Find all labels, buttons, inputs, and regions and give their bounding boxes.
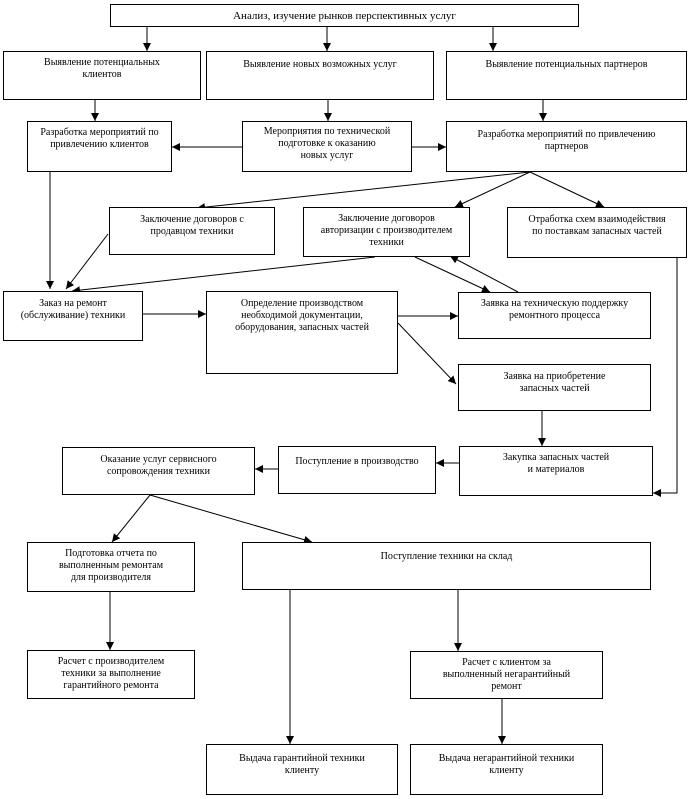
node-parts-purchase-label: Закупка запасных частей и материалов [502,452,610,475]
node-nonwarranty-issue-label: Выдача негарантийной техники клиенту [438,753,575,776]
node-potential-clients-label: Выявление потенциальных клиентов [44,57,160,80]
node-potential-partners-label: Выявление потенциальных партнеров [485,59,648,70]
arrow-support-to-manufacturer [449,255,519,293]
node-attract-partners-label: Разработка мероприятий по привлечению па… [477,129,656,152]
node-attract-clients: Разработка мероприятий по привлечению кл… [27,121,172,172]
node-warehouse-receipt-label: Поступление техники на склад [380,551,513,562]
arrow-service-to-warehouse [149,494,313,544]
arrow-service-to-report [111,494,151,543]
node-repair-order: Заказ на ремонт (обслуживание) техники [3,291,143,341]
node-tech-support-request-label: Заявка на техническую поддержку ремонтно… [480,298,629,321]
node-warranty-issue-label: Выдача гарантийной техники клиенту [239,753,365,776]
arrow-production-to-parts-request [397,322,457,385]
node-tech-support-request: Заявка на техническую поддержку ремонтно… [458,292,651,339]
node-attract-clients-label: Разработка мероприятий по привлечению кл… [40,127,159,150]
node-nonwarranty-issue: Выдача негарантийной техники клиенту [410,744,603,795]
node-manufacturer-contracts-label: Заключение договоров авторизации с произ… [320,213,453,248]
node-determine-production-label: Определение производством необходимой до… [235,298,369,333]
node-production-receipt-label: Поступление в производство [295,456,419,467]
node-dealer-contracts: Заключение договоров с продавцом техники [109,207,275,255]
arrow-partners-to-manufacturer [454,171,531,208]
node-parts-purchase: Закупка запасных частей и материалов [459,446,653,496]
arrow-manufacturer-to-support [414,256,491,293]
node-potential-partners: Выявление потенциальных партнеров [446,51,687,100]
connector-arrows [46,27,678,744]
node-new-services: Выявление новых возможных услуг [206,51,434,100]
node-parts-request: Заявка на приобретение запасных частей [458,364,651,411]
node-manufacturer-report: Подготовка отчета по выполненным ремонта… [27,542,195,592]
node-warranty-issue: Выдача гарантийной техники клиенту [206,744,398,795]
node-parts-request-label: Заявка на приобретение запасных частей [503,371,606,394]
node-manufacturer-report-label: Подготовка отчета по выполненным ремонта… [58,548,164,583]
node-attract-partners: Разработка мероприятий по привлечению па… [446,121,687,172]
arrow-parts-scheme-to-purchase [653,258,678,497]
node-service-support: Оказание услуг сервисного сопровождения … [62,447,255,495]
node-tech-preparation: Мероприятия по технической подготовке к … [242,121,412,172]
node-determine-production: Определение производством необходимой до… [206,291,398,374]
node-potential-clients: Выявление потенциальных клиентов [3,51,201,100]
node-spare-parts-scheme: Отработка схем взаимодействия по поставк… [507,207,687,258]
arrow-dealer-to-order [65,233,109,290]
node-analysis: Анализ, изучение рынков перспективных ус… [110,4,579,27]
node-new-services-label: Выявление новых возможных услуг [243,59,397,70]
node-production-receipt: Поступление в производство [278,446,436,494]
node-warranty-settlement-label: Расчет с производителем техники за выпол… [57,656,165,691]
node-warranty-settlement: Расчет с производителем техники за выпол… [27,650,195,699]
node-warehouse-receipt: Поступление техники на склад [242,542,651,590]
arrow-partners-to-dealer [196,171,531,212]
node-manufacturer-contracts: Заключение договоров авторизации с произ… [303,207,470,257]
arrow-partners-to-parts-scheme [529,171,605,208]
node-dealer-contracts-label: Заключение договоров с продавцом техники [140,214,244,237]
node-client-settlement: Расчет с клиентом за выполненный негаран… [410,651,603,699]
node-tech-preparation-label: Мероприятия по технической подготовке к … [263,126,391,161]
node-client-settlement-label: Расчет с клиентом за выполненный негаран… [442,657,571,692]
arrow-manufacturer-to-order [71,256,376,295]
node-analysis-label: Анализ, изучение рынков перспективных ус… [233,10,456,22]
node-repair-order-label: Заказ на ремонт (обслуживание) техники [20,298,126,321]
node-spare-parts-scheme-label: Отработка схем взаимодействия по поставк… [528,214,666,237]
node-service-support-label: Оказание услуг сервисного сопровождения … [100,454,217,477]
